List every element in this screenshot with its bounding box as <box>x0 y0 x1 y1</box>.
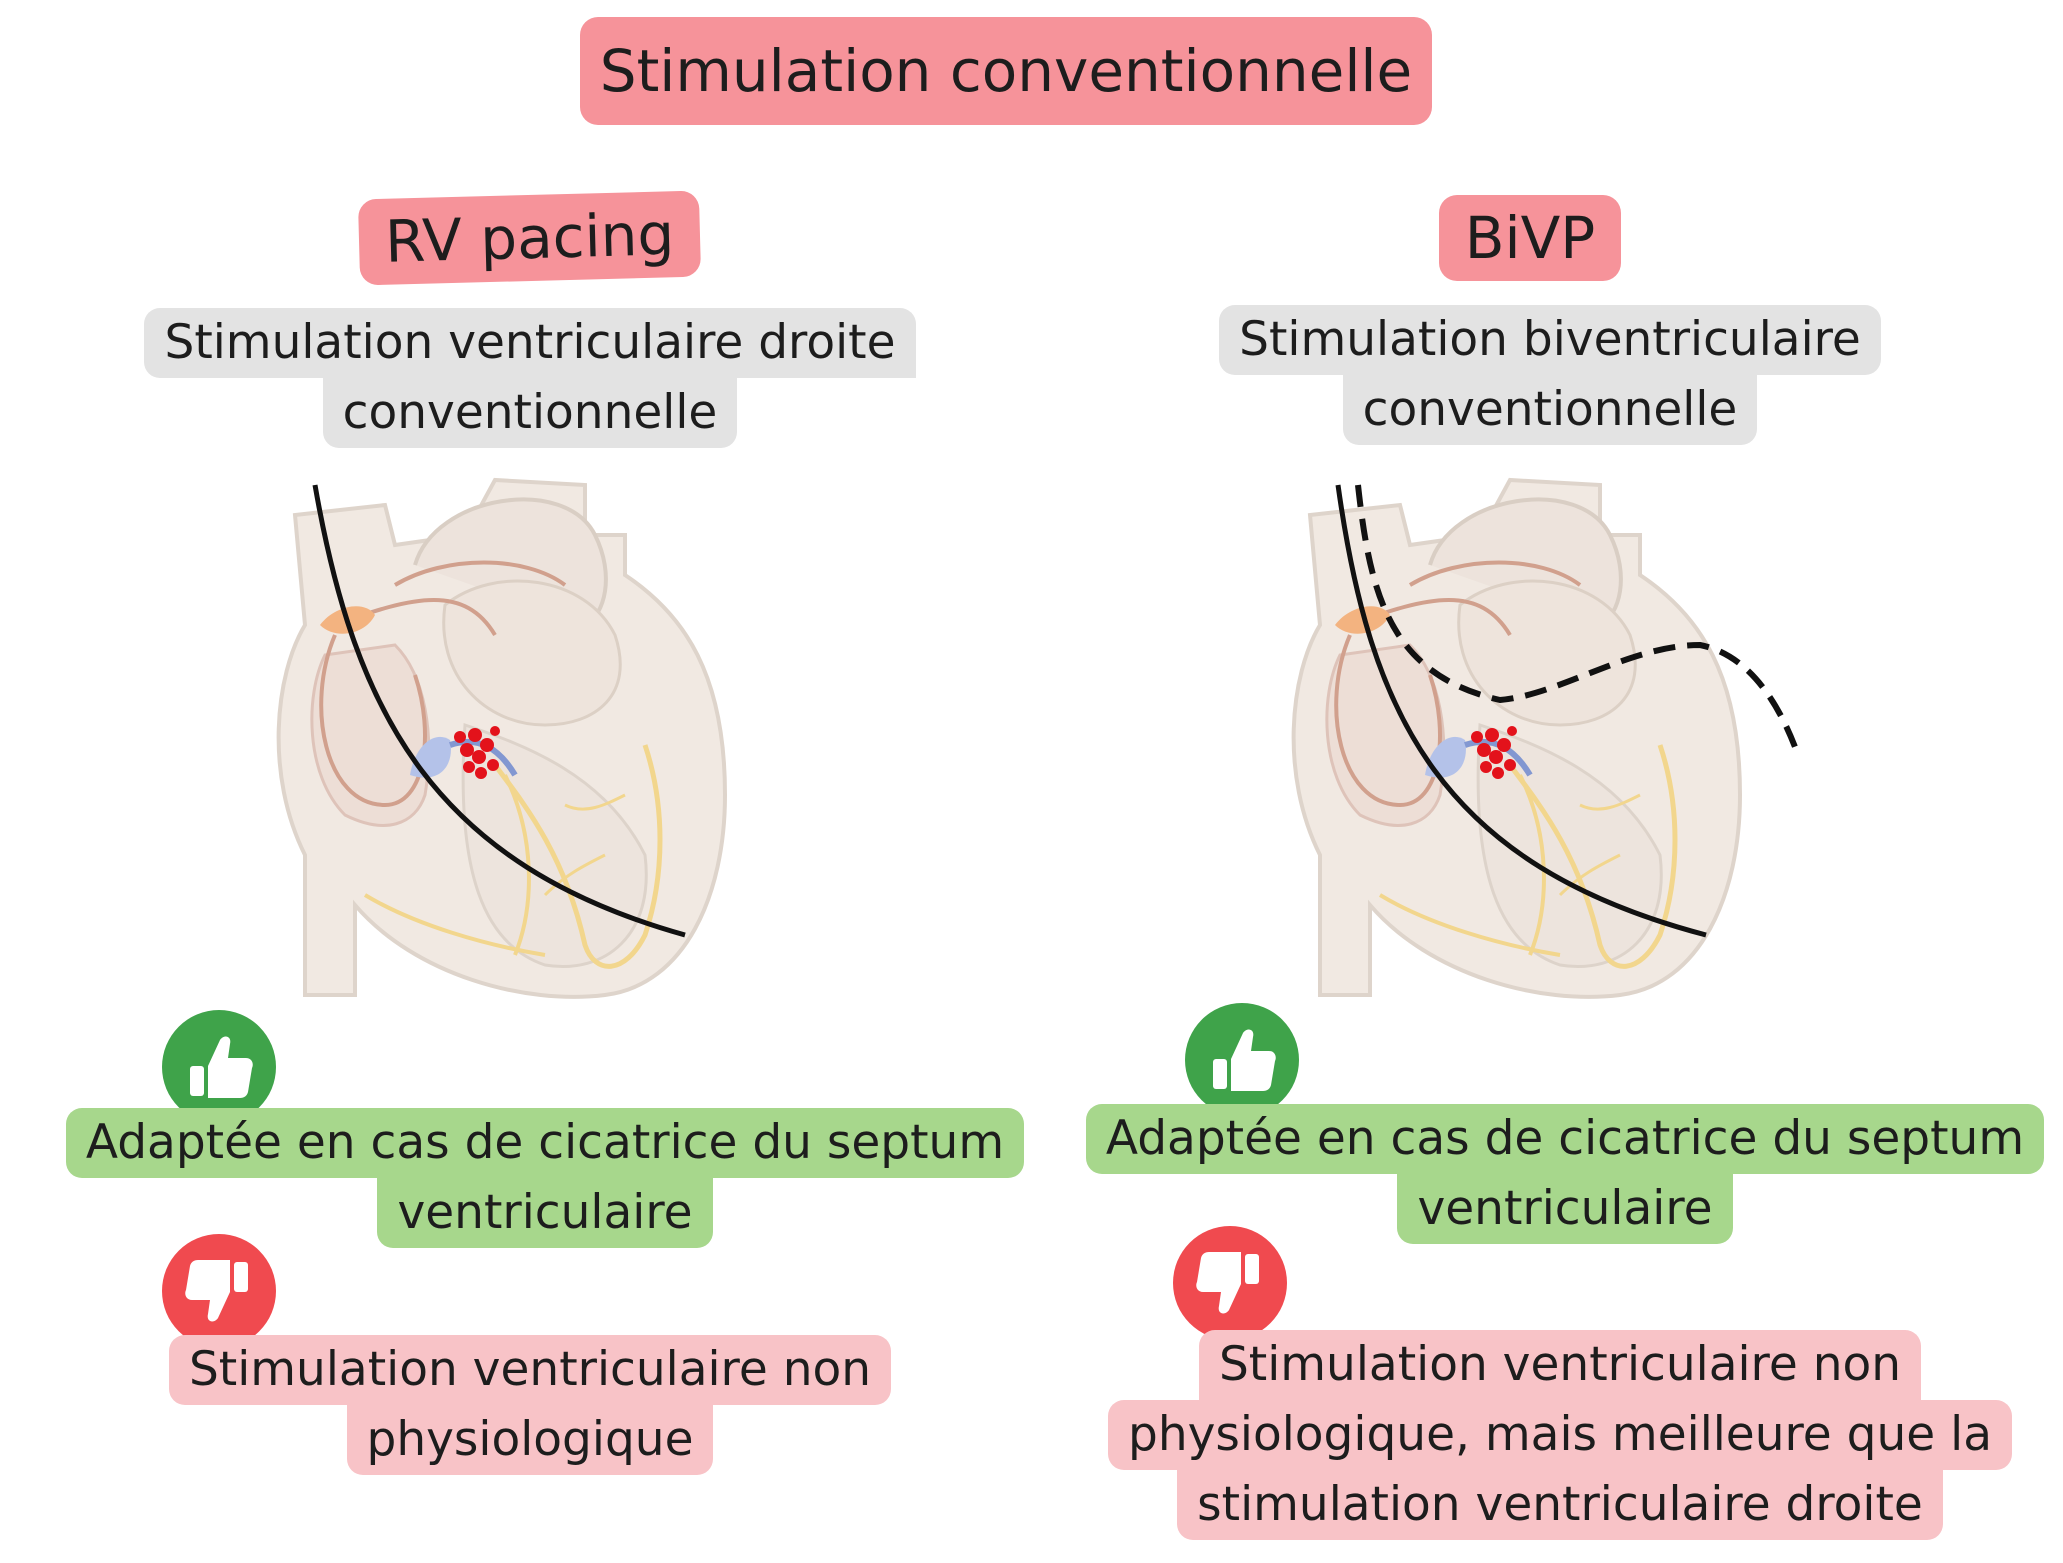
right-pro-box: Adaptée en cas de cicatrice du septum ve… <box>1070 1104 2060 1244</box>
right-thumbs-up-icon <box>1185 1003 1299 1117</box>
left-heart-illustration <box>255 475 815 1025</box>
right-con-line-3: stimulation ventriculaire droite <box>1177 1470 1943 1540</box>
title-wrap: Stimulation conventionnelle <box>556 17 1456 125</box>
left-pro-line-2: ventriculaire <box>377 1178 713 1248</box>
right-con-line-1: Stimulation ventriculaire non <box>1198 1330 1922 1400</box>
right-description-line-1: Stimulation biventriculaire <box>1219 305 1881 375</box>
left-con-line-1: Stimulation ventriculaire non <box>168 1335 892 1405</box>
right-description: Stimulation biventriculaire conventionne… <box>1100 305 2000 445</box>
left-thumbs-up-icon <box>162 1010 276 1124</box>
right-heart-illustration <box>1270 475 1801 1025</box>
left-rv-lead <box>312 484 686 938</box>
left-stimulation-dots <box>454 726 500 779</box>
left-description-line-1: Stimulation ventriculaire droite <box>144 308 916 378</box>
left-con-box: Stimulation ventriculaire non physiologi… <box>80 1335 980 1475</box>
left-con-line-2: physiologique <box>346 1405 714 1475</box>
right-con-box: Stimulation ventriculaire non physiologi… <box>1060 1330 2060 1540</box>
left-pro-box: Adaptée en cas de cicatrice du septum ve… <box>50 1108 1040 1248</box>
right-pro-line-2: ventriculaire <box>1397 1174 1733 1244</box>
right-description-line-2: conventionnelle <box>1342 375 1758 445</box>
left-heading-wrap: RV pacing <box>150 190 910 286</box>
right-thumbs-down-icon <box>1173 1226 1287 1340</box>
right-rv-lead <box>1335 484 1707 938</box>
left-heading: RV pacing <box>358 190 702 286</box>
right-heading: BiVP <box>1438 195 1622 281</box>
right-stimulation-dots <box>1471 726 1517 779</box>
left-thumbs-down-icon <box>162 1234 276 1348</box>
right-con-line-2: physiologique, mais meilleure que la <box>1108 1400 2012 1470</box>
right-heading-wrap: BiVP <box>1180 195 1880 281</box>
page-title: Stimulation conventionnelle <box>579 17 1433 125</box>
left-description-line-2: conventionnelle <box>322 378 738 448</box>
right-pro-line-1: Adaptée en cas de cicatrice du septum <box>1085 1104 2045 1174</box>
left-description: Stimulation ventriculaire droite convent… <box>80 308 980 448</box>
left-pro-line-1: Adaptée en cas de cicatrice du septum <box>65 1108 1025 1178</box>
right-lv-lead <box>1355 484 1801 757</box>
